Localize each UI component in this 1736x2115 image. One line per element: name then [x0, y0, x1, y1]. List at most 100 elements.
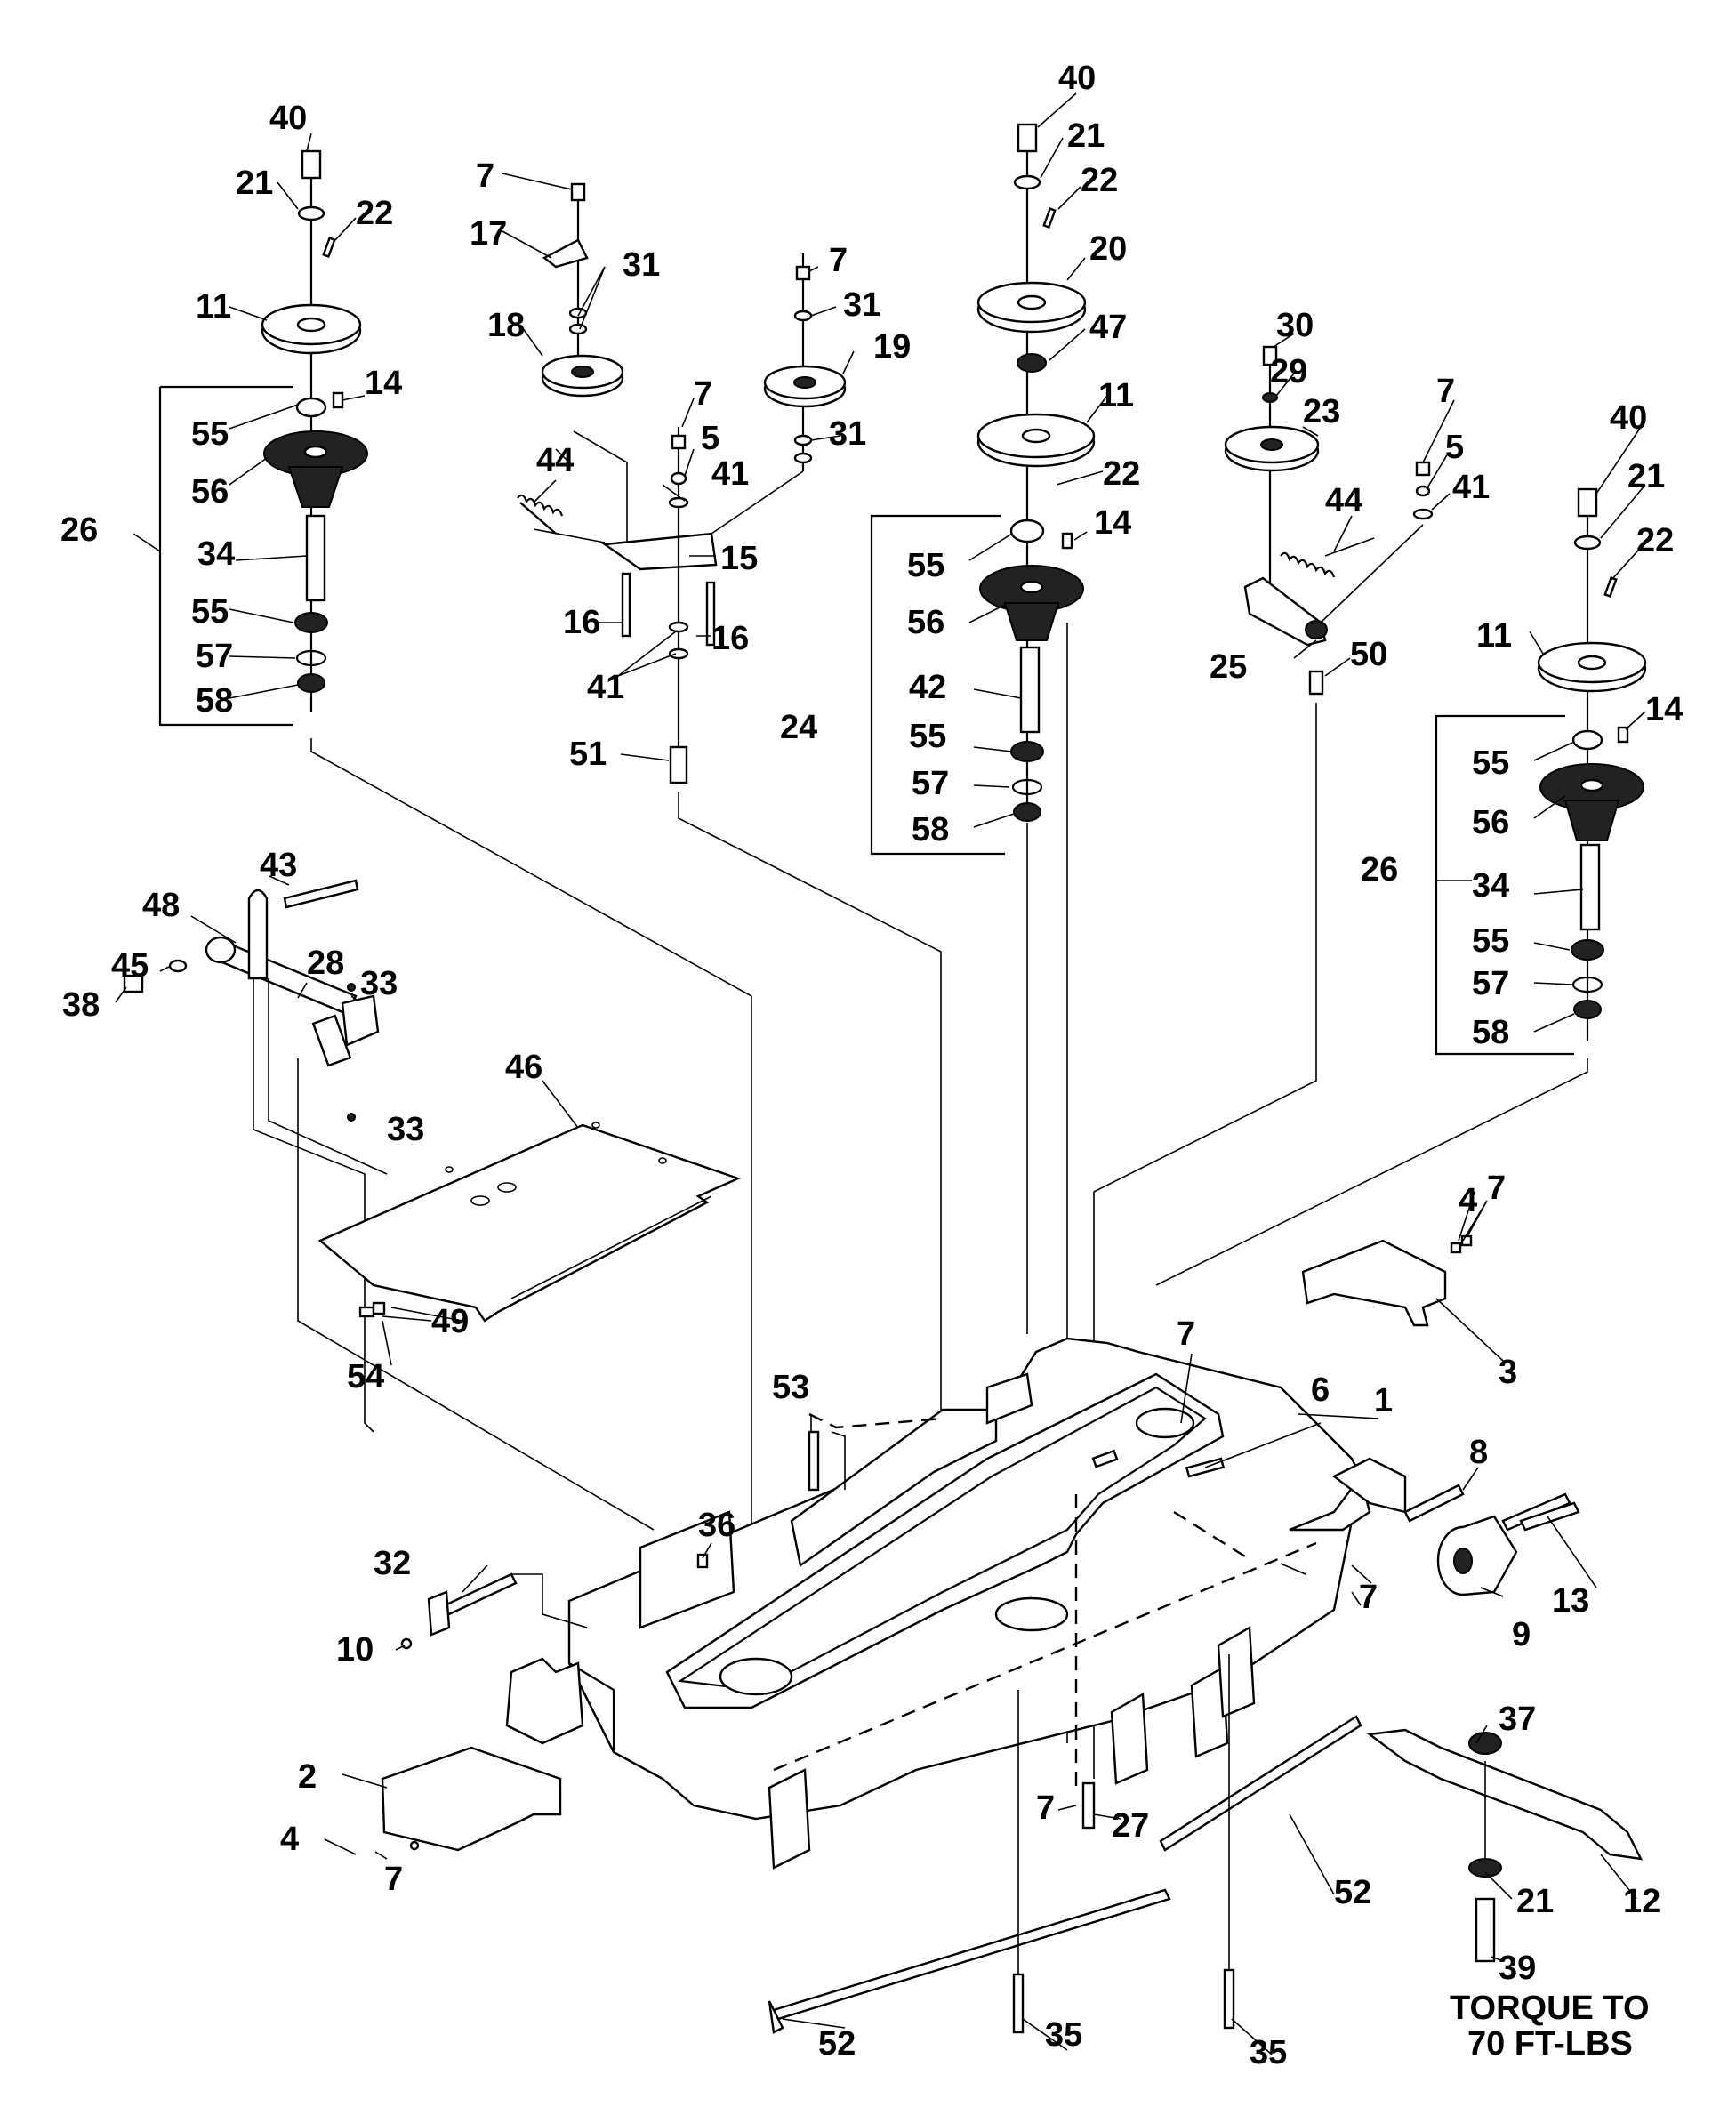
callout-51: 51: [569, 736, 607, 773]
callout-40: 40: [1610, 399, 1647, 437]
callout-58: 58: [912, 811, 949, 848]
callout-57: 57: [1472, 965, 1509, 1002]
callout-41: 41: [587, 669, 624, 706]
leader-lines: [115, 92, 1646, 2055]
spring-icon: [1280, 551, 1336, 578]
callout-33: 33: [360, 965, 398, 1002]
callout-35: 35: [1045, 2016, 1082, 2054]
callout-33: 33: [387, 1111, 424, 1148]
callout-7: 7: [384, 1861, 403, 1898]
callout-44: 44: [536, 442, 574, 479]
u-bolt-icon: [247, 889, 269, 980]
callout-31: 31: [829, 415, 866, 453]
callout-48: 48: [142, 887, 180, 924]
callout-45: 45: [111, 947, 149, 985]
callout-15: 15: [720, 540, 758, 577]
deck-lift-arm: [123, 879, 655, 1531]
callout-22: 22: [356, 195, 393, 232]
washer-icon: [297, 205, 326, 221]
stiffener-rail-icon: [772, 1888, 1171, 2021]
bolt-icon: [1577, 487, 1598, 518]
callout-17: 17: [470, 215, 507, 253]
callout-55: 55: [1472, 744, 1509, 782]
rod-bracket: [400, 1572, 588, 1650]
callout-49: 49: [431, 1303, 469, 1340]
callout-9: 9: [1512, 1616, 1531, 1653]
deck-side-bracket-icon: [505, 1657, 584, 1745]
callout-26: 26: [1361, 851, 1398, 889]
callout-44: 44: [1325, 482, 1362, 519]
callout-7: 7: [829, 242, 848, 279]
callout-22: 22: [1103, 455, 1140, 493]
callout-29: 29: [1270, 353, 1307, 390]
callout-30: 30: [1276, 307, 1314, 344]
blade-bolt-icon: [1475, 1897, 1496, 1963]
callout-31: 31: [843, 286, 880, 324]
callout-46: 46: [505, 1049, 542, 1086]
bolt-icon: [301, 149, 322, 180]
callout-7: 7: [1436, 373, 1455, 410]
seal-icon: [297, 673, 326, 693]
belt-cover-plate: [317, 1122, 742, 1323]
callout-58: 58: [1472, 1014, 1509, 1051]
callout-32: 32: [374, 1545, 411, 1582]
callout-35: 35: [1250, 2034, 1287, 2071]
anti-scalp-wheel: [1436, 1492, 1571, 1596]
callout-2: 2: [298, 1758, 317, 1796]
bolt-icon: [1262, 345, 1278, 366]
center-spindle-assembly: [870, 123, 1096, 1743]
callout-55: 55: [191, 593, 229, 631]
callout-5: 5: [701, 420, 719, 457]
callout-14: 14: [1645, 691, 1683, 728]
callout-7: 7: [1487, 1170, 1506, 1207]
bearing-icon: [294, 612, 328, 633]
callout-34: 34: [1472, 867, 1509, 905]
callout-58: 58: [196, 682, 233, 720]
callout-52: 52: [818, 2025, 856, 2063]
nut-icon: [123, 974, 144, 993]
callout-56: 56: [191, 473, 229, 511]
callout-7: 7: [1036, 1789, 1055, 1827]
idler-bushing-icon: [669, 745, 688, 784]
callout-11: 11: [1098, 377, 1134, 414]
callout-7: 7: [694, 375, 712, 413]
callout-19: 19: [873, 328, 911, 366]
callout-24: 24: [780, 709, 817, 746]
callout-16: 16: [563, 604, 600, 641]
callout-37: 37: [1499, 1701, 1536, 1738]
pivot-bushing-icon: [205, 936, 237, 964]
spindle-shaft-icon: [305, 514, 326, 602]
torque-note-line-1: TORQUE TO: [1450, 1990, 1650, 2027]
right-idler-assembly: [1093, 345, 1434, 1779]
callout-41: 41: [1452, 469, 1490, 506]
callout-3: 3: [1499, 1354, 1517, 1391]
left-idler-assembly: [517, 182, 942, 1530]
pivot-bolt-icon: [283, 879, 359, 909]
spindle-hole-icon: [1135, 1407, 1195, 1439]
clip-icon: [358, 1306, 375, 1318]
snap-ring-icon: [295, 649, 327, 667]
callout-55: 55: [909, 718, 946, 755]
bearing-icon: [295, 397, 327, 418]
callout-14: 14: [365, 365, 402, 402]
callout-26: 26: [60, 511, 98, 549]
callout-55: 55: [191, 415, 229, 453]
callout-21: 21: [1628, 458, 1665, 495]
callout-8: 8: [1469, 1434, 1488, 1471]
callout-53: 53: [772, 1369, 809, 1406]
callout-31: 31: [623, 246, 660, 284]
callout-40: 40: [269, 100, 307, 137]
callout-40: 40: [1058, 60, 1096, 97]
torque-note-line-2: 70 FT-LBS: [1467, 2025, 1633, 2063]
callout-41: 41: [711, 455, 749, 493]
callout-5: 5: [1445, 429, 1464, 466]
callout-20: 20: [1089, 230, 1127, 268]
callout-14: 14: [1094, 504, 1131, 542]
mower-deck-housing: [505, 1337, 1407, 1870]
callout-54: 54: [347, 1358, 384, 1395]
callout-57: 57: [196, 638, 233, 675]
callout-55: 55: [907, 547, 944, 584]
callout-57: 57: [912, 765, 949, 802]
callout-22: 22: [1081, 162, 1118, 199]
bolt-icon: [1017, 123, 1038, 153]
